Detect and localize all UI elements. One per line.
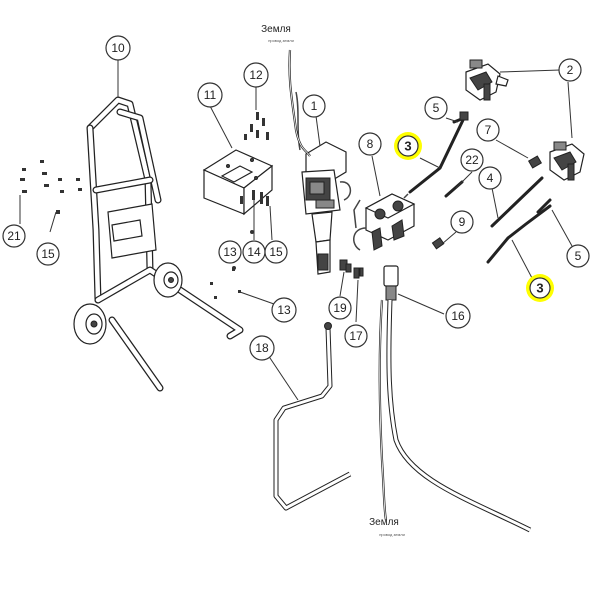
callout-10-label: 10 — [111, 41, 125, 55]
callout-1-label: 1 — [311, 99, 318, 113]
callout-21-label: 21 — [7, 229, 21, 243]
filter-manifold — [353, 193, 416, 251]
callout-22-label: 22 — [465, 153, 479, 167]
spray-gun-top — [465, 59, 509, 101]
callout-3-upper: 3 — [394, 132, 422, 160]
leader-lines — [19, 60, 573, 401]
callout-22: 22 — [460, 148, 484, 172]
callout-13-lower: 13 — [271, 297, 297, 323]
callout-3-upper-label: 3 — [404, 139, 411, 154]
callout-13-upper: 13 — [218, 240, 242, 264]
callout-8-label: 8 — [367, 137, 374, 151]
hose-3-lower — [486, 204, 552, 264]
fitting-7 — [527, 155, 543, 169]
callout-16-label: 16 — [451, 309, 465, 323]
callout-19: 19 — [328, 296, 352, 320]
callout-3-lower: 3 — [526, 274, 554, 302]
fitting-5-lower — [536, 198, 552, 214]
fitting-9 — [431, 237, 445, 250]
bolts-12 — [244, 112, 269, 140]
callout-3-lower-label: 3 — [536, 281, 543, 296]
callout-14-label: 14 — [247, 245, 261, 259]
callout-13-lower-label: 13 — [277, 303, 291, 317]
callout-4-label: 4 — [487, 171, 494, 185]
callout-4: 4 — [478, 166, 502, 190]
callout-1: 1 — [302, 94, 326, 118]
ground-sublabel-top: провод земли — [268, 38, 294, 43]
callout-17: 17 — [344, 324, 368, 348]
callout-12: 12 — [243, 62, 269, 88]
bolts-14-15 — [232, 190, 269, 270]
callout-2: 2 — [558, 58, 582, 82]
callout-15-right-label: 15 — [269, 245, 283, 259]
ground-sublabel-bottom: провод земли — [379, 532, 405, 537]
cart-frame — [73, 96, 244, 392]
suction-hose-16 — [383, 265, 532, 533]
callout-8: 8 — [358, 132, 382, 156]
callout-10: 10 — [105, 35, 131, 61]
callout-16: 16 — [445, 303, 471, 329]
callout-19-label: 19 — [333, 301, 347, 315]
ground-wire-top — [288, 49, 311, 157]
callout-11-label: 11 — [204, 88, 217, 102]
callout-21: 21 — [2, 224, 26, 248]
callout-13-upper-label: 13 — [223, 245, 237, 259]
callout-5-lower: 5 — [566, 244, 590, 268]
callout-9-label: 9 — [459, 215, 466, 229]
mounting-bracket — [202, 149, 274, 216]
pump-assembly — [295, 91, 352, 275]
callout-7-label: 7 — [485, 123, 492, 137]
callout-5-upper-label: 5 — [433, 101, 440, 115]
callout-11: 11 — [197, 82, 223, 108]
callout-5-upper: 5 — [424, 96, 448, 120]
fitting-5-upper — [452, 111, 469, 124]
callout-15-right: 15 — [264, 240, 288, 264]
callout-9: 9 — [450, 210, 474, 234]
callout-18-label: 18 — [255, 341, 269, 355]
callout-15-left-label: 15 — [41, 247, 55, 261]
callout-2-label: 2 — [567, 63, 574, 77]
ground-label-top: Земля — [261, 24, 291, 35]
callout-15-left: 15 — [36, 242, 60, 266]
spray-gun-right — [549, 141, 585, 181]
callout-12-label: 12 — [249, 68, 263, 82]
hose-4 — [490, 176, 544, 228]
callout-17-label: 17 — [349, 329, 363, 343]
callout-5-lower-label: 5 — [575, 249, 582, 263]
callout-7: 7 — [476, 118, 500, 142]
fittings-17-19 — [339, 259, 364, 279]
ground-label-bottom: Земля — [369, 517, 399, 528]
suction-tube-18 — [273, 322, 352, 511]
callout-14: 14 — [242, 240, 266, 264]
callout-18: 18 — [249, 335, 275, 361]
ground-wire-bottom — [378, 299, 388, 521]
